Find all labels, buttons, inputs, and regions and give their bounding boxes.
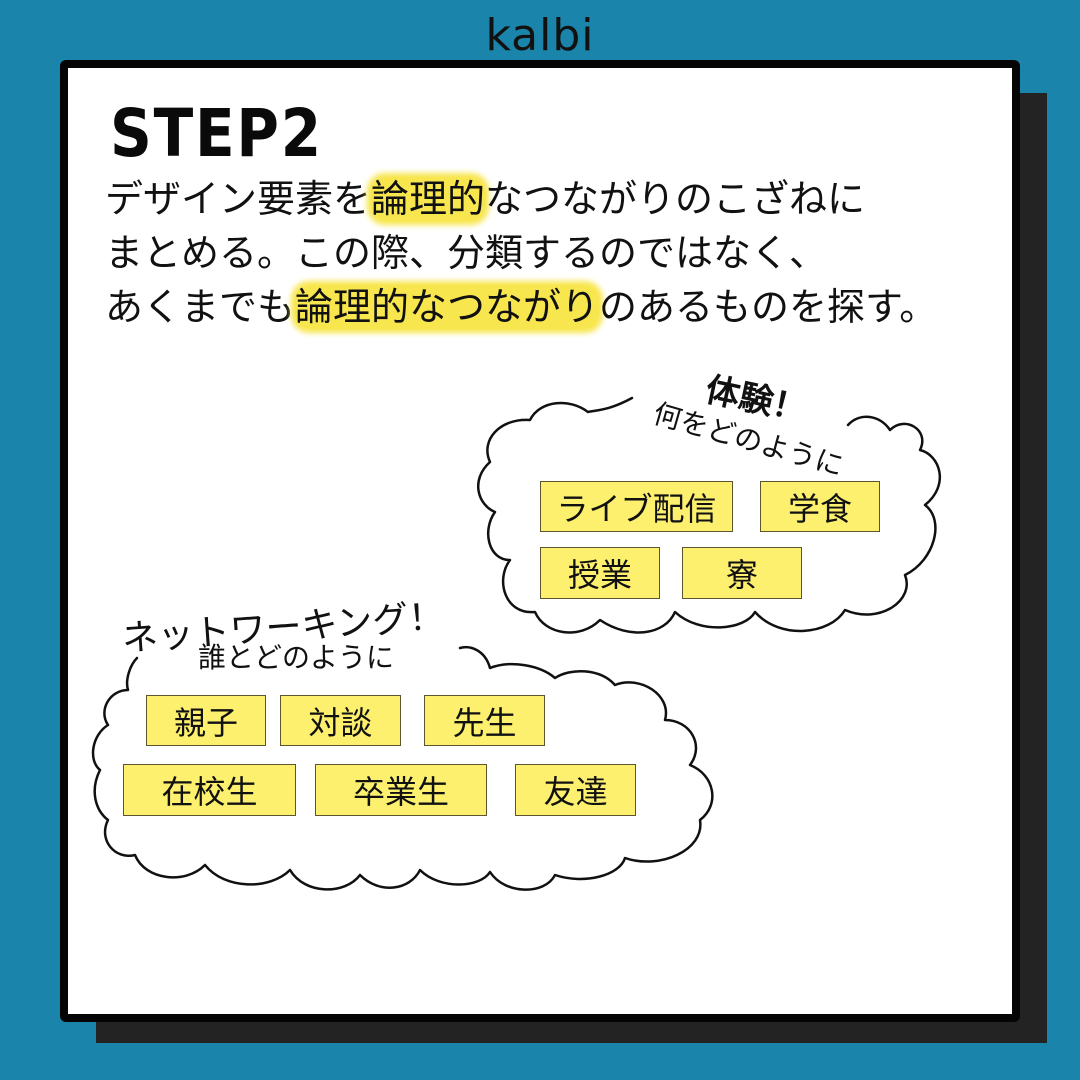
- networking-subtitle: 誰とどのように: [198, 641, 395, 674]
- tag-graduate: 卒業生: [315, 764, 487, 816]
- content-card: [60, 60, 1020, 1022]
- tag-dialogue: 対談: [280, 695, 401, 746]
- tag-cafeteria: 学食: [760, 481, 880, 532]
- tag-current-student: 在校生: [123, 764, 296, 816]
- desc-line2: まとめる。この際、分類するのではなく、: [105, 231, 828, 275]
- kalbi-logo: kalbi: [485, 10, 595, 61]
- desc-line3-pre: あくまでも: [105, 285, 296, 329]
- tag-live-streaming: ライブ配信: [540, 481, 733, 532]
- networking-cloud-outline: [91, 646, 714, 891]
- experience-cloud-outline: [477, 396, 942, 634]
- desc-line1-post: なつながりのこざねに: [485, 177, 866, 221]
- tag-friend: 友達: [515, 764, 636, 816]
- page-title: STEP2: [110, 95, 323, 172]
- desc-line1-pre: デザイン要素を: [105, 177, 372, 221]
- desc-line3-post: のあるものを探す。: [599, 285, 938, 329]
- highlight-ronriteki-tsunagari: 論理的なつながり: [295, 285, 600, 329]
- tag-parent-child: 親子: [146, 695, 266, 746]
- tag-classes: 授業: [540, 547, 660, 599]
- tag-dormitory: 寮: [682, 547, 802, 599]
- description-text: デザイン要素を論理的なつながりのこざねに まとめる。この際、分類するのではなく、…: [105, 172, 937, 334]
- highlight-ronriteki: 論理的: [371, 177, 486, 221]
- tag-teacher: 先生: [424, 695, 545, 746]
